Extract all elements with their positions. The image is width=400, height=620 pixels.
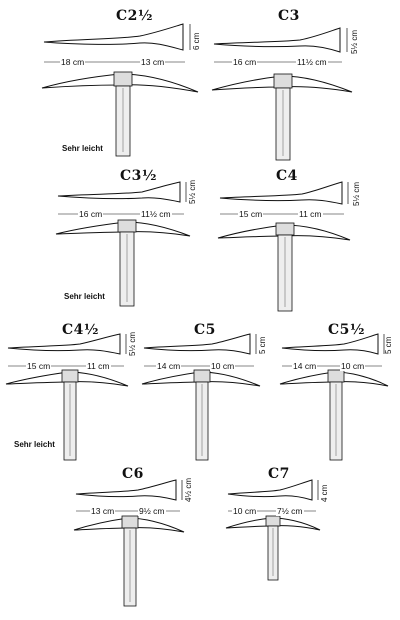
note-label: Sehr leicht [62, 144, 103, 153]
model-label: C5½ [328, 322, 365, 338]
pick-illustration [141, 333, 261, 461]
length-right: 11½ cm [296, 57, 328, 67]
pick-illustration [279, 333, 389, 461]
blade-width: 5½ cm [188, 179, 197, 204]
model-label: C3½ [120, 168, 157, 184]
length-left: 18 cm [60, 57, 86, 67]
length-left: 10 cm [232, 506, 258, 516]
length-left: 13 cm [90, 506, 116, 516]
tool-c6: C6 13 cm 9½ cm 4½ cm [73, 466, 204, 611]
note-label: Sehr leicht [64, 292, 105, 301]
length-right: 10 cm [210, 361, 236, 371]
model-label: C4 [276, 168, 298, 184]
tool-c4-half: C4½ 15 cm 11 cm 5½ cm Sehr leicht [5, 322, 137, 466]
length-left: 14 cm [292, 361, 318, 371]
pick-illustration [211, 27, 353, 161]
pick-illustration [217, 181, 351, 312]
model-label: C7 [268, 466, 290, 482]
blade-width: 4½ cm [184, 477, 193, 502]
model-label: C2½ [116, 8, 153, 24]
length-right: 10 cm [340, 361, 366, 371]
model-label: C6 [122, 466, 144, 482]
pick-illustration [55, 181, 191, 307]
length-right: 9½ cm [138, 506, 166, 516]
length-left: 15 cm [238, 209, 264, 219]
tool-c3: C3 16 cm 11½ cm 5½ cm [210, 8, 360, 162]
blade-width: 4 cm [320, 484, 329, 502]
blade-width: 5½ cm [352, 181, 361, 206]
blade-width: 6 cm [192, 32, 201, 50]
blade-width: 5 cm [258, 336, 267, 354]
length-left: 16 cm [232, 57, 258, 67]
model-label: C4½ [62, 322, 99, 338]
length-left: 14 cm [156, 361, 182, 371]
pick-illustration [73, 479, 185, 607]
length-right: 11 cm [298, 209, 323, 219]
blade-width: 5½ cm [350, 29, 359, 54]
tool-c4: C4 15 cm 11 cm 5½ cm [216, 168, 366, 317]
length-right: 11 cm [86, 361, 111, 371]
tool-c7: C7 10 cm 7½ cm 4 cm [225, 466, 336, 611]
model-label: C3 [278, 8, 300, 24]
length-right: 13 cm [140, 57, 166, 67]
tool-c5-half: C5½ 14 cm 10 cm 5 cm [279, 322, 395, 466]
blade-width: 5½ cm [128, 331, 137, 356]
tool-c3-half: C3½ 16 cm 11½ cm 5½ cm Sehr leicht [54, 168, 204, 312]
tool-c2-half: C2½ 18 cm 13 cm 6 cm Sehr leicht [40, 8, 201, 162]
length-right: 11½ cm [140, 209, 172, 219]
model-label: C5 [194, 322, 216, 338]
length-right: 7½ cm [276, 506, 304, 516]
tool-c5: C5 14 cm 10 cm 5 cm [141, 322, 272, 466]
note-label: Sehr leicht [14, 440, 55, 449]
length-left: 16 cm [78, 209, 104, 219]
pick-illustration [41, 23, 199, 157]
length-left: 15 cm [26, 361, 52, 371]
blade-width: 5 cm [384, 336, 393, 354]
